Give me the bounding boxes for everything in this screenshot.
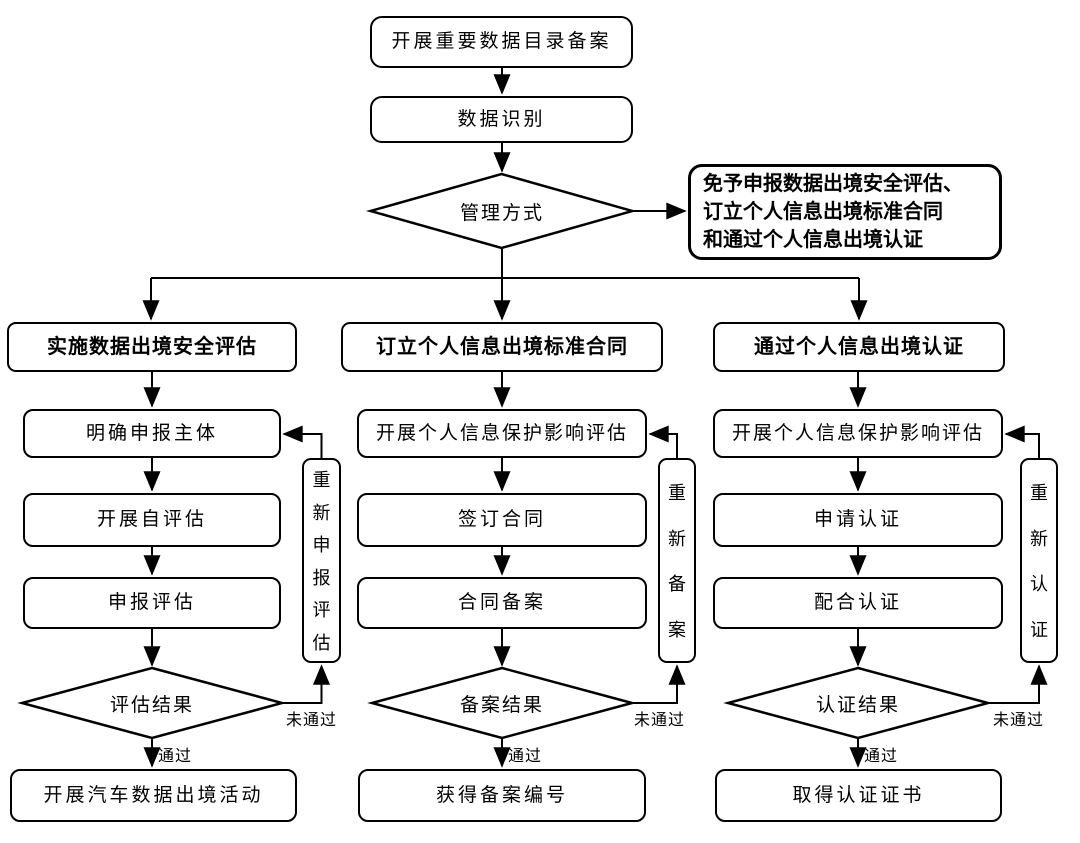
c0-redo-box: 重新申报评估 <box>302 458 341 663</box>
decision-c0-shape <box>17 666 287 740</box>
c1-step-0-label: 开展个人信息保护影响评估 <box>375 421 628 444</box>
c1-step-0: 开展个人信息保护影响评估 <box>357 409 647 458</box>
c2-pass-label: 通过 <box>864 746 899 765</box>
edge-c2-redo-back <box>1004 425 1040 458</box>
note-exemption-line3: 和通过个人信息出境认证 <box>703 229 923 251</box>
note-exemption: 免予申报数据出境安全评估、 订立个人信息出境标准合同 和通过个人信息出境认证 <box>688 164 1002 260</box>
vertical-char: 申 <box>312 535 331 557</box>
c2-header: 通过个人信息出境认证 <box>713 322 1005 372</box>
c0-step-2-label: 申报评估 <box>107 591 196 614</box>
vertical-char: 新 <box>1030 528 1048 550</box>
c0-step-1: 开展自评估 <box>23 493 281 547</box>
c1-result-label: 获得备案编号 <box>435 783 568 806</box>
c1-step-2-label: 合同备案 <box>457 591 546 614</box>
vertical-char: 新 <box>312 502 331 524</box>
vertical-char: 重 <box>312 470 331 492</box>
c0-step-0-label: 明确申报主体 <box>85 421 218 444</box>
c2-step-0: 开展个人信息保护影响评估 <box>713 409 1003 458</box>
edge-c1-fail <box>632 664 686 704</box>
c0-pass-label: 通过 <box>158 746 193 765</box>
note-exemption-line1: 免予申报数据出境安全评估、 <box>703 173 963 195</box>
vertical-char: 重 <box>1030 483 1048 505</box>
note-exemption-line2: 订立个人信息出境标准合同 <box>703 201 943 223</box>
c1-header-label: 订立个人信息出境标准合同 <box>376 335 628 358</box>
c0-result-label: 开展汽车数据出境活动 <box>43 783 264 806</box>
c0-step-1-label: 开展自评估 <box>96 508 207 531</box>
c0-result: 开展汽车数据出境活动 <box>10 769 297 822</box>
c1-result: 获得备案编号 <box>358 769 646 822</box>
c2-fail-label: 未通过 <box>993 710 1045 729</box>
vertical-char: 证 <box>1030 619 1048 641</box>
c0-step-2: 申报评估 <box>23 577 281 629</box>
decision-c1-shape <box>367 666 637 740</box>
vertical-char: 报 <box>312 567 331 589</box>
vertical-char: 估 <box>312 632 331 654</box>
node-start-label: 开展重要数据目录备案 <box>391 30 612 53</box>
c1-step-1-label: 签订合同 <box>457 508 546 531</box>
decision-c2-shape <box>723 666 993 740</box>
c1-step-2: 合同备案 <box>357 577 647 629</box>
c1-redo-box: 重新备案 <box>658 458 696 663</box>
decision-management-mode-shape <box>365 172 638 250</box>
c1-fail-label: 未通过 <box>634 710 686 729</box>
node-start: 开展重要数据目录备案 <box>370 16 633 68</box>
vertical-char: 评 <box>312 600 331 622</box>
c0-step-0: 明确申报主体 <box>23 409 281 458</box>
c2-result-label: 取得认证证书 <box>792 783 925 806</box>
c0-fail-label: 未通过 <box>286 710 338 729</box>
edge-c1-redo-back <box>648 425 678 458</box>
c2-step-0-label: 开展个人信息保护影响评估 <box>731 421 984 444</box>
c2-step-1-label: 申请认证 <box>813 508 902 531</box>
vertical-char: 备 <box>668 574 686 596</box>
edge-c0-redo-back <box>282 425 323 458</box>
c0-header-label: 实施数据出境安全评估 <box>47 335 257 358</box>
vertical-char: 新 <box>668 528 686 550</box>
edge-c0-fail <box>282 664 330 704</box>
c2-header-label: 通过个人信息出境认证 <box>754 335 964 358</box>
vertical-char: 案 <box>668 619 686 641</box>
vertical-char: 重 <box>668 483 686 505</box>
node-data-identification: 数据识别 <box>370 96 633 143</box>
node-data-identification-label: 数据识别 <box>457 107 546 130</box>
c2-step-1: 申请认证 <box>713 493 1003 547</box>
edge-c2-fail <box>988 664 1048 704</box>
c2-step-2-label: 配合认证 <box>813 591 902 614</box>
c0-header: 实施数据出境安全评估 <box>7 322 297 372</box>
c1-header: 订立个人信息出境标准合同 <box>341 322 663 372</box>
c2-step-2: 配合认证 <box>713 577 1003 629</box>
c2-redo-box: 重新认证 <box>1020 458 1058 663</box>
c1-step-1: 签订合同 <box>357 493 647 547</box>
c2-result: 取得认证证书 <box>715 769 1002 822</box>
vertical-char: 认 <box>1030 574 1048 596</box>
c1-pass-label: 通过 <box>508 746 543 765</box>
